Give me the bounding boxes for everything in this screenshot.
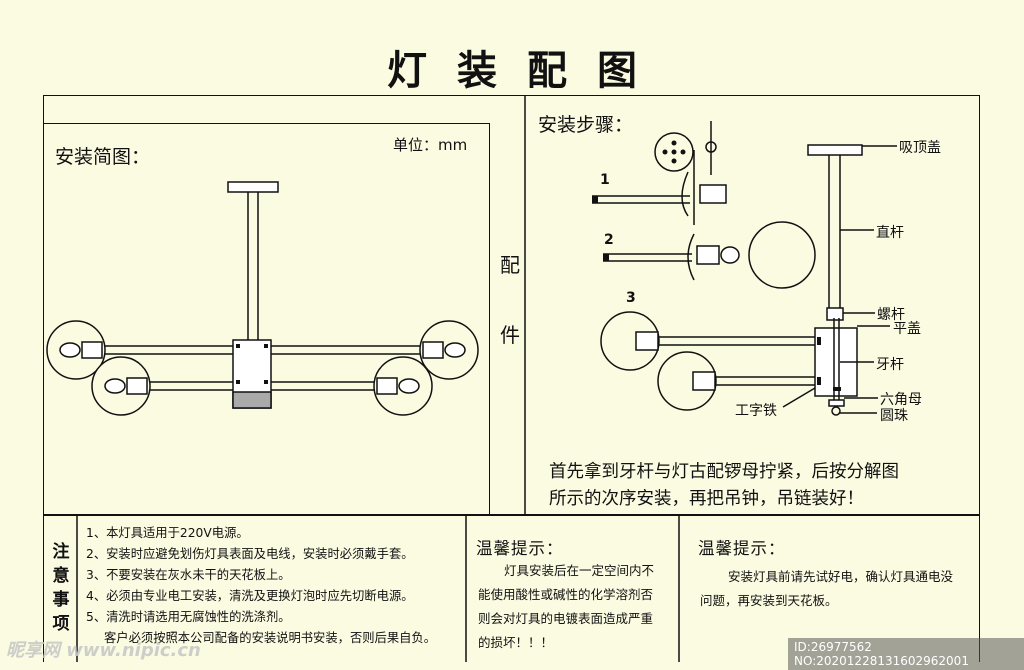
notes-char-4: 项 — [52, 614, 70, 634]
tip1-line: 能使用酸性或碱性的化学溶剂否 — [478, 587, 654, 602]
notes-char-1: 注 — [52, 542, 70, 562]
part-label-screw-rod: 螺杆 — [877, 307, 905, 323]
watermark-logo: 昵享网 www.nipic.cn — [6, 640, 201, 661]
steps-heading: 安装步骤： — [538, 114, 634, 136]
watermark-id: ID:26977562 NO:20201228131602962001 — [788, 638, 1024, 670]
part-label-canopy: 吸顶盖 — [899, 140, 941, 156]
step-number-3: 3 — [626, 290, 636, 306]
note-item: 5、清洗时请选用无腐蚀性的洗涤剂。 — [86, 610, 291, 624]
left-panel — [43, 123, 490, 515]
step-number-1: 1 — [600, 172, 610, 188]
note-item: 3、不要安装在灰水未干的天花板上。 — [86, 568, 291, 582]
notes-char-3: 事 — [52, 590, 70, 610]
unit-label: 单位：mm — [393, 136, 468, 154]
instruction-line-2: 所示的次序安装，再把吊钟，吊链装好！ — [549, 489, 864, 509]
part-label-hex-nut: 六角母 — [880, 392, 922, 408]
tip2-line: 安装灯具前请先试好电，确认灯具通电没 — [728, 569, 954, 584]
tip2-line: 问题，再安装到天花板。 — [700, 593, 838, 608]
note-item: 客户必须按照本公司配备的安装说明书安装，否则后果自负。 — [104, 631, 437, 645]
tip1-line: 则会对灯具的电镀表面造成严重 — [478, 611, 654, 626]
tip2-body: 安装灯具前请先试好电，确认灯具通电没 问题，再安装到天花板。 — [700, 565, 975, 613]
bottom-section — [43, 515, 980, 662]
notes-list: 1、本灯具适用于220V电源。 2、安装时应避免划伤灯具表面及电线，安装时必须戴… — [86, 523, 436, 649]
sketch-heading: 安装简图： — [55, 146, 151, 168]
note-item: 1、本灯具适用于220V电源。 — [86, 526, 249, 540]
tip1-title: 温馨提示： — [476, 539, 564, 558]
tip1-body: 灯具安装后在一定空间内不 能使用酸性或碱性的化学溶剂否 则会对灯具的电镀表面造成… — [478, 559, 674, 655]
tip1-line: 灯具安装后在一定空间内不 — [504, 563, 655, 578]
notes-side-label: 注 意 事 项 — [49, 540, 73, 636]
step-number-2: 2 — [604, 232, 614, 248]
parts-char-1: 配 — [500, 253, 520, 277]
tip2-title: 温馨提示： — [698, 539, 786, 558]
tip1-line: 的损坏！！！ — [478, 635, 554, 650]
parts-char-2: 件 — [500, 323, 520, 347]
note-item: 2、安装时应避免划伤灯具表面及电线，安装时必须戴手套。 — [86, 547, 414, 561]
note-item: 4、必须由专业电工安装，清洗及更换灯泡时应先切断电源。 — [86, 589, 414, 603]
part-label-i-bracket: 工字铁 — [735, 403, 777, 419]
page-title: 灯装配图 — [387, 48, 667, 94]
instruction-line-1: 首先拿到牙杆与灯古配锣母拧紧，后按分解图 — [549, 462, 899, 482]
part-label-rod: 直杆 — [876, 225, 904, 241]
part-label-flat-cap: 平盖 — [893, 321, 921, 337]
notes-char-2: 意 — [52, 566, 70, 586]
part-label-ball: 圆珠 — [880, 408, 908, 424]
part-label-threaded-rod: 牙杆 — [876, 357, 904, 373]
